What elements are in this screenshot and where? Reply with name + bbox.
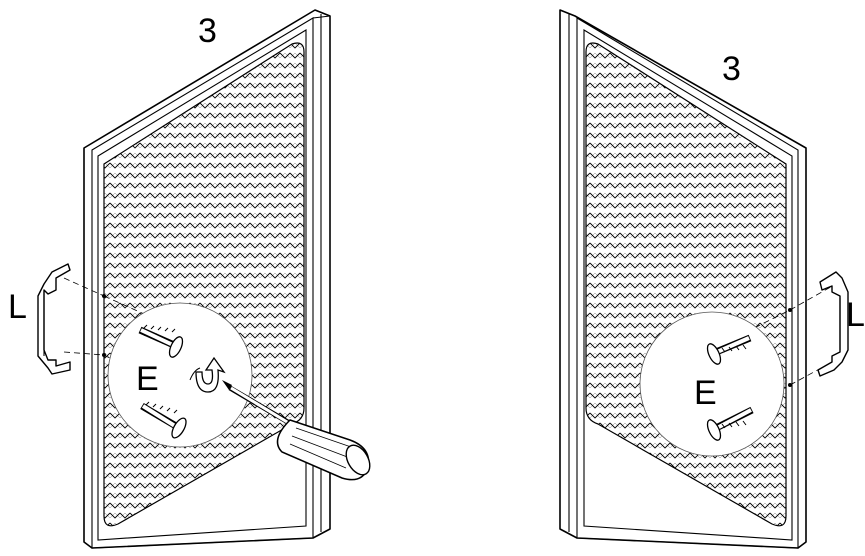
screwdriver-icon bbox=[222, 380, 371, 481]
left-part-number: 3 bbox=[198, 12, 217, 50]
right-hole-bottom bbox=[788, 383, 792, 387]
right-screw-label: E bbox=[694, 374, 717, 412]
right-detail-circle bbox=[639, 311, 785, 457]
left-guide-line-screw-top bbox=[103, 295, 181, 331]
right-handle bbox=[817, 271, 849, 377]
left-hole-top bbox=[102, 294, 106, 298]
right-part-number: 3 bbox=[722, 50, 741, 88]
left-guide-line-top bbox=[63, 277, 105, 297]
right-screw-bottom bbox=[706, 406, 754, 441]
right-guide-line-top bbox=[789, 283, 837, 311]
right-handle-label: L bbox=[846, 296, 865, 334]
left-screw-label: E bbox=[136, 360, 159, 398]
left-handle bbox=[37, 263, 71, 375]
left-screw-bottom bbox=[140, 401, 187, 439]
rotate-arrow-icon bbox=[189, 356, 226, 393]
left-handle-label: L bbox=[8, 288, 27, 326]
left-panel: 3 L E bbox=[8, 9, 371, 549]
left-hole-bottom bbox=[102, 353, 106, 357]
left-guide-line-bottom bbox=[63, 351, 105, 356]
right-panel: 3 L E bbox=[559, 9, 865, 549]
left-screw-top bbox=[138, 324, 184, 358]
right-screw-top bbox=[706, 334, 752, 365]
right-hole-top bbox=[788, 308, 792, 312]
